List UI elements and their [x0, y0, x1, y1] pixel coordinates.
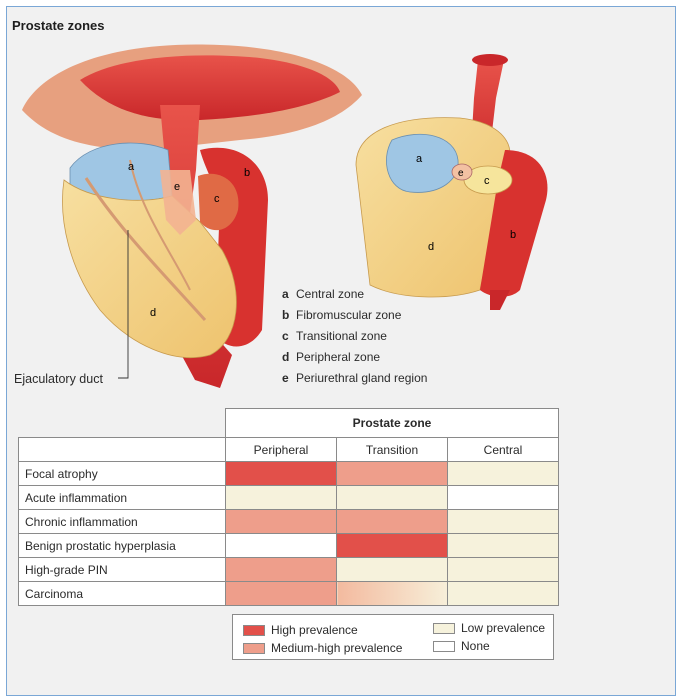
column-header: Central	[448, 438, 559, 462]
row-label: Carcinoma	[19, 582, 226, 606]
cell	[448, 462, 559, 486]
cell	[337, 486, 448, 510]
swatch-high	[243, 625, 265, 636]
cell	[448, 558, 559, 582]
row-label: High-grade PIN	[19, 558, 226, 582]
ejaculatory-duct-label: Ejaculatory duct	[14, 372, 103, 386]
cell	[226, 534, 337, 558]
cell	[448, 510, 559, 534]
row-label: Focal atrophy	[19, 462, 226, 486]
key-item: High prevalence	[243, 623, 358, 637]
cell	[226, 558, 337, 582]
cell	[226, 582, 337, 606]
row-label: Benign prostatic hyperplasia	[19, 534, 226, 558]
table-row: Carcinoma	[19, 582, 559, 606]
cell	[337, 462, 448, 486]
letter-d-right: d	[428, 241, 434, 253]
row-label: Chronic inflammation	[19, 510, 226, 534]
column-header: Peripheral	[226, 438, 337, 462]
table-group-header: Prostate zone	[226, 409, 559, 438]
key-item: Low prevalence	[433, 621, 545, 635]
cell	[337, 558, 448, 582]
letter-e-left: e	[174, 181, 180, 193]
cell	[226, 510, 337, 534]
cell	[226, 462, 337, 486]
transverse-view	[356, 54, 547, 310]
row-label: Acute inflammation	[19, 486, 226, 510]
table-row: Acute inflammation	[19, 486, 559, 510]
cell	[337, 534, 448, 558]
key-item: None	[433, 639, 490, 653]
swatch-low	[433, 623, 455, 634]
central-zone-a-right	[386, 134, 458, 192]
cell	[337, 582, 448, 606]
letter-e-right: e	[458, 168, 464, 179]
table-row: Chronic inflammation	[19, 510, 559, 534]
cell	[448, 486, 559, 510]
letter-a-right: a	[416, 153, 423, 165]
letter-a-left: a	[128, 161, 135, 173]
table-row: Benign prostatic hyperplasia	[19, 534, 559, 558]
key-item: Medium-high prevalence	[243, 641, 402, 655]
letter-b-left: b	[244, 167, 250, 179]
letter-b-right: b	[510, 229, 516, 241]
column-header: Transition	[337, 438, 448, 462]
prevalence-key: High prevalence Medium-high prevalence L…	[232, 614, 554, 660]
swatch-none	[433, 641, 455, 652]
cell	[226, 486, 337, 510]
swatch-medium-high	[243, 643, 265, 654]
table-row: High-grade PIN	[19, 558, 559, 582]
table-row: Focal atrophy	[19, 462, 559, 486]
cell	[448, 582, 559, 606]
prevalence-table: Prostate zone Peripheral Transition Cent…	[18, 408, 559, 606]
letter-c-right: c	[484, 175, 490, 187]
cell	[448, 534, 559, 558]
letter-c-left: c	[214, 193, 220, 205]
letter-d-left: d	[150, 307, 156, 319]
cell	[337, 510, 448, 534]
